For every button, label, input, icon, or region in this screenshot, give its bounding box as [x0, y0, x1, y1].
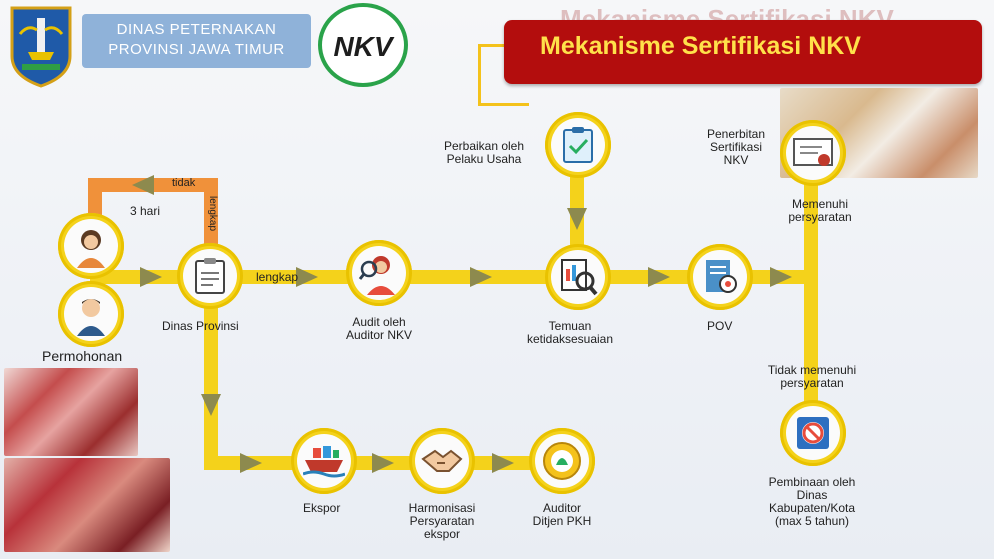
agency-line-1: DINAS PETERNAKAN [116, 21, 277, 38]
harmonisasi-label: Harmonisasi Persyaratan ekspor [392, 502, 492, 541]
perbaikan-label-line-1: Perbaikan oleh [443, 139, 525, 153]
certificate-icon [786, 126, 840, 180]
pov-node [687, 244, 753, 310]
handshake-icon [415, 434, 469, 488]
agency-box: DINAS PETERNAKAN PROVINSI JAWA TIMUR [82, 14, 311, 68]
page-title: Mekanisme Sertifikasi NKV [540, 32, 861, 60]
penerbitan-label: Penerbitan Sertifikasi NKV [696, 128, 776, 167]
pov-label: POV [707, 319, 733, 333]
arrow-to-dinas [140, 267, 162, 287]
audit-label-line-1: Audit oleh [352, 315, 406, 329]
pembinaan-label-line-2: Dinas [796, 488, 828, 502]
penerbitan-label-line-1: Penerbitan [706, 127, 766, 141]
checklist-clipboard-icon [551, 118, 605, 172]
ship-icon [297, 434, 351, 488]
temuan-label-line-2: ketidaksesuaian [526, 332, 614, 346]
pembinaan-label-line-1: Pembinaan oleh [768, 475, 856, 489]
tidak-memenuhi-label: Tidak memenuhi persyaratan [756, 364, 868, 390]
meat-photo-1 [4, 368, 138, 456]
harmonisasi-label-line-3: ekspor [423, 527, 461, 541]
pembinaan-label-line-4: (max 5 tahun) [774, 514, 850, 528]
meat-photo-2 [4, 458, 170, 552]
auditor-ditjen-label-line-1: Auditor [542, 501, 582, 515]
arrow-to-temuan [470, 267, 492, 287]
audit-label: Audit oleh Auditor NKV [334, 316, 424, 342]
arrow-to-ekspor [240, 453, 262, 473]
audit-label-line-2: Auditor NKV [345, 328, 413, 342]
return-path-vertical [204, 178, 218, 248]
title-bracket [478, 44, 529, 106]
dinas-label: Dinas Provinsi [162, 319, 239, 333]
nkv-logo-icon: NKV [318, 3, 408, 87]
memenuhi-label: Memenuhi persyaratan [770, 198, 870, 224]
applicant-label: Permohonan [42, 348, 123, 364]
woman-applicant-icon [64, 219, 118, 273]
document-magnifier-icon [551, 250, 605, 304]
no-entry-icon [786, 406, 840, 460]
arrow-to-pov [648, 267, 670, 287]
return-path-down [88, 178, 102, 218]
auditor-woman-icon [352, 246, 406, 300]
arrow-to-audit [296, 267, 318, 287]
complete-label: lengkap [256, 270, 299, 284]
perbaikan-node [545, 112, 611, 178]
tidak-memenuhi-label-line-1: Tidak memenuhi [767, 363, 857, 377]
document-eye-icon [693, 250, 747, 304]
arrow-return [132, 175, 154, 195]
east-java-crest-icon [8, 4, 74, 88]
agency-line-2: PROVINSI JAWA TIMUR [108, 41, 285, 58]
temuan-node [545, 244, 611, 310]
harmonisasi-node [409, 428, 475, 494]
ekspor-label: Ekspor [303, 501, 341, 515]
arrow-down-ekspor [201, 394, 221, 416]
tidak-memenuhi-label-line-2: persyaratan [780, 376, 844, 390]
temuan-label-line-1: Temuan [548, 319, 592, 333]
penerbitan-label-line-2: Sertifikasi [709, 140, 762, 154]
man-applicant-icon [64, 287, 118, 341]
pembinaan-label-line-3: Kabupaten/Kota [768, 501, 856, 515]
arrow-to-auditor [492, 453, 514, 473]
flow-main-line [90, 270, 810, 284]
penerbitan-label-line-3: NKV [723, 153, 749, 167]
pembinaan-node [780, 400, 846, 466]
ditjen-seal-icon [535, 434, 589, 488]
perbaikan-label-line-2: Pelaku Usaha [446, 152, 522, 166]
title-bar: Mekanisme Sertifikasi NKV [504, 20, 982, 84]
arrow-to-right [770, 267, 792, 287]
man-applicant-node [58, 281, 124, 347]
dinas-node [177, 243, 243, 309]
woman-applicant-node [58, 213, 124, 279]
flow-down-dinas [204, 300, 218, 470]
return-label-tidak: tidak [172, 177, 196, 189]
auditor-ditjen-label-line-2: Ditjen PKH [532, 514, 592, 528]
memenuhi-label-line-1: Memenuhi [791, 197, 849, 211]
harmonisasi-label-line-1: Harmonisasi [408, 501, 476, 515]
audit-node [346, 240, 412, 306]
flow-right-vertical [804, 180, 818, 410]
arrow-down-perbaikan [567, 208, 587, 230]
ekspor-node [291, 428, 357, 494]
nkv-logo-text: NKV [333, 31, 393, 62]
return-label-lengkap: lengkap [207, 196, 218, 232]
pembinaan-label: Pembinaan oleh Dinas Kabupaten/Kota (max… [752, 476, 872, 528]
arrow-to-harmonisasi [372, 453, 394, 473]
harmonisasi-label-line-2: Persyaratan [409, 514, 475, 528]
penerbitan-node [780, 120, 846, 186]
memenuhi-label-line-2: persyaratan [788, 210, 852, 224]
perbaikan-label: Perbaikan oleh Pelaku Usaha [432, 140, 536, 166]
auditor-ditjen-label: Auditor Ditjen PKH [520, 502, 604, 528]
temuan-label: Temuan ketidaksesuaian [514, 320, 626, 346]
days-label: 3 hari [130, 204, 161, 218]
auditor-ditjen-node [529, 428, 595, 494]
clipboard-icon [183, 249, 237, 303]
